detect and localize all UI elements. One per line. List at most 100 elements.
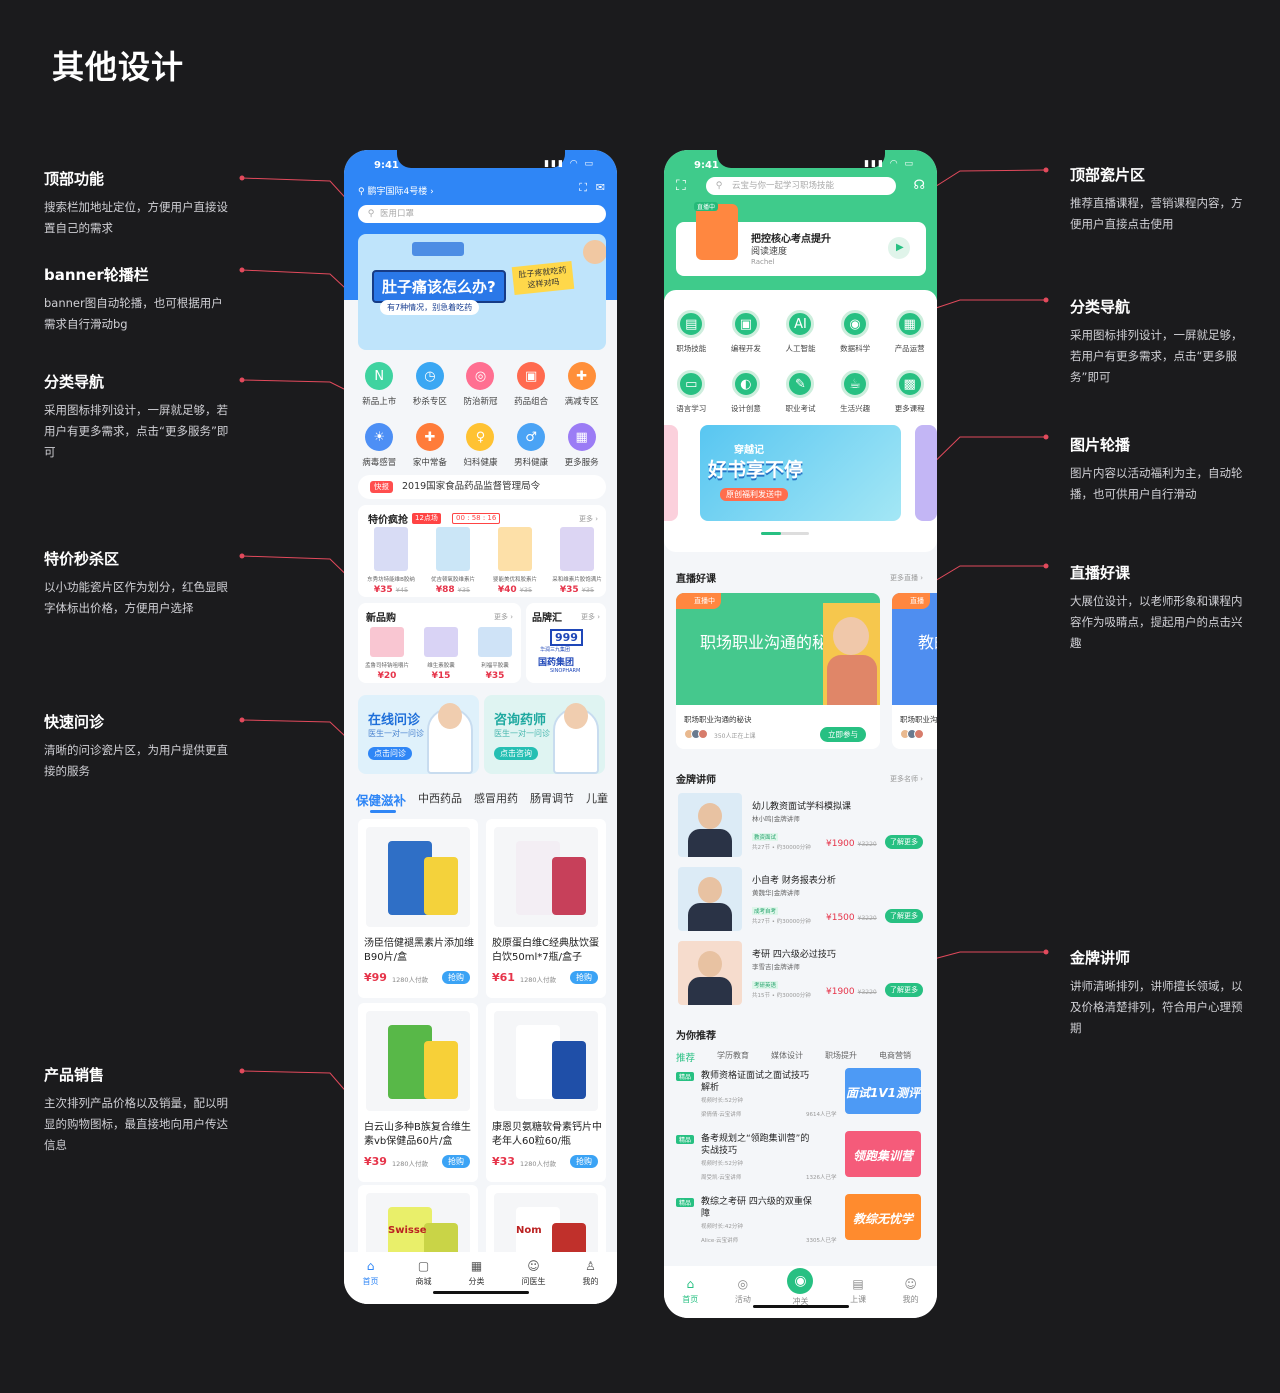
play-icon[interactable]: ▶ xyxy=(888,237,910,259)
nav-item-5[interactable]: ☀病毒感冒 xyxy=(354,423,405,468)
nav-item-4[interactable]: ▦产品运营 xyxy=(882,310,937,354)
buy-button[interactable]: 抢购 xyxy=(570,1155,598,1168)
search-input[interactable]: ⚲ 云宝与你一起学习职场技能 xyxy=(706,177,896,195)
teacher-card[interactable]: 考研 四六级必过技巧李雪吉|金牌讲师考研英语共15节 • 约30000分钟¥19… xyxy=(678,941,923,1007)
tab-4[interactable]: 儿童 xyxy=(586,792,609,805)
nav-item-2[interactable]: ◎防治新冠 xyxy=(455,362,506,407)
category-icon: ✎ xyxy=(786,370,815,398)
teacher-more-link[interactable]: 更多名师 › xyxy=(889,775,923,783)
nav-item-6[interactable]: ◐设计创意 xyxy=(719,370,774,414)
teacher-card[interactable]: 小自考 财务报表分析黄魏华|金牌讲师成考自考共27节 • 约30000分钟¥15… xyxy=(678,867,923,933)
tabbar-item-3[interactable]: ☺问医生 xyxy=(522,1258,546,1304)
image-carousel[interactable]: 穿越记 好书享不停 原创福利发送中 xyxy=(700,425,901,521)
flash-more-link[interactable]: 更多 › xyxy=(578,515,598,523)
tab-0[interactable]: 保健滋补 xyxy=(356,793,407,808)
old-price: ¥35 xyxy=(581,586,595,594)
tab-3[interactable]: 肠胃调节 xyxy=(530,792,575,805)
pharmacist-head xyxy=(564,703,588,729)
brand-logo-sinopharm[interactable]: 国药集团 xyxy=(538,658,575,668)
message-icon[interactable]: ✉ xyxy=(595,181,605,194)
tabbar-item-4[interactable]: ♙我的 xyxy=(583,1258,599,1304)
carousel-button[interactable]: 原创福利发送中 xyxy=(720,488,788,501)
recommend-tab-2[interactable]: 媒体设计 xyxy=(771,1051,804,1060)
tabbar-item-0[interactable]: ⌂首页 xyxy=(363,1258,379,1304)
brand-title: 品牌汇 xyxy=(532,613,562,624)
learn-more-button[interactable]: 了解更多 xyxy=(885,909,923,923)
carousel-prev-slide[interactable] xyxy=(664,425,678,521)
nav-item-7[interactable]: ♀妇科健康 xyxy=(455,423,506,468)
tab-1[interactable]: 中西药品 xyxy=(418,792,463,805)
nav-item-5[interactable]: ▭语言学习 xyxy=(664,370,719,414)
nav-item-4[interactable]: ✚满减专区 xyxy=(556,362,607,407)
doctor-head xyxy=(438,703,462,729)
news-ticker[interactable]: 快报 2019国家食品药品监督管理局令 xyxy=(358,475,606,499)
nav-item-8[interactable]: ☕生活兴趣 xyxy=(828,370,883,414)
pharmacist-consult-button[interactable]: 点击咨询 xyxy=(494,747,538,760)
scan-icon[interactable]: ⛶ xyxy=(579,181,587,194)
nav-item-0[interactable]: ▤职场技能 xyxy=(664,310,719,354)
live-course-card-2[interactable]: 直播 教的 职场职业沟 xyxy=(892,593,937,749)
nav-item-3[interactable]: ◉数据科学 xyxy=(828,310,883,354)
online-consult-card[interactable]: 在线问诊 医生一对一问诊 点击问诊 xyxy=(358,695,479,774)
nav-item-1[interactable]: ▣编程开发 xyxy=(719,310,774,354)
recommend-tab-4[interactable]: 电商营销 xyxy=(879,1051,912,1060)
live-more-link[interactable]: 更多直播 › xyxy=(889,574,923,582)
tabbar-item-1[interactable]: ▢商城 xyxy=(416,1258,432,1304)
flash-product[interactable]: 东秀坊特能维B胶纳¥35¥45 xyxy=(362,527,420,595)
nav-item-9[interactable]: ▦更多服务 xyxy=(556,423,607,468)
nav-item-9[interactable]: ▩更多课程 xyxy=(882,370,937,414)
banner-carousel[interactable]: 肚子痛该怎么办? 有7种情况，别急着吃药 肚子疼就吃药这样对吗 xyxy=(358,234,606,350)
learn-more-button[interactable]: 了解更多 xyxy=(885,983,923,997)
flash-product[interactable]: 优吉顿氧胶维素片¥88¥35 xyxy=(424,527,482,595)
new-product[interactable]: 维生素胶囊¥15 xyxy=(416,627,466,681)
location-selector[interactable]: ⚲ 鹏宇国际4号楼 › xyxy=(358,184,434,197)
recommend-tab-3[interactable]: 职场提升 xyxy=(825,1051,858,1060)
tab-2[interactable]: 感冒用药 xyxy=(474,792,519,805)
nav-item-3[interactable]: ▣药品组合 xyxy=(506,362,557,407)
tabbar-item-0[interactable]: ⌂首页 xyxy=(682,1276,698,1318)
live-course-card[interactable]: 直播中 职场职业沟通的秘诀? 职场职业沟通的秘诀 350人正在上课 立即参与 xyxy=(676,593,880,749)
new-goods-more-link[interactable]: 更多 › xyxy=(493,613,513,621)
nav-item-7[interactable]: ✎职业考试 xyxy=(773,370,828,414)
tabbar-item-2[interactable]: ▦分类 xyxy=(469,1258,485,1304)
recommend-tab-1[interactable]: 学历教育 xyxy=(717,1051,750,1060)
brand-more-link[interactable]: 更多 › xyxy=(580,613,600,621)
recommend-tab-0[interactable]: 推荐 xyxy=(676,1053,696,1064)
nav-item-8[interactable]: ♂男科健康 xyxy=(506,423,557,468)
teacher-card[interactable]: 幼儿教资面试学科模拟课林小鸣|金牌讲师教资面试共27节 • 约30000分钟¥1… xyxy=(678,793,923,859)
consult-button[interactable]: 点击问诊 xyxy=(368,747,412,760)
product-name: 利福平胶囊 xyxy=(481,663,509,669)
search-input[interactable]: ⚲ 医用口罩 xyxy=(358,205,606,223)
tabbar-item-3[interactable]: ▤上课 xyxy=(850,1276,866,1318)
learn-more-button[interactable]: 了解更多 xyxy=(885,835,923,849)
tabbar-item-2[interactable]: ◉冲关 xyxy=(787,1268,814,1318)
scan-icon[interactable]: ⛶ xyxy=(676,178,686,194)
nav-label: 男科健康 xyxy=(514,458,549,468)
headset-icon[interactable]: ☊ xyxy=(913,178,925,193)
tabbar-item-1[interactable]: ◎活动 xyxy=(735,1276,751,1318)
new-product[interactable]: 孟鲁司特钠咀嚼片¥20 xyxy=(362,627,412,681)
flash-product[interactable]: 采和维素片胶饱满片¥35¥35 xyxy=(548,527,606,595)
nav-item-1[interactable]: ◷秒杀专区 xyxy=(405,362,456,407)
buy-button[interactable]: 抢购 xyxy=(442,1155,470,1168)
carousel-next-slide[interactable] xyxy=(915,425,937,521)
nav-item-6[interactable]: ✚家中常备 xyxy=(405,423,456,468)
buy-button[interactable]: 抢购 xyxy=(442,971,470,984)
new-product[interactable]: 利福平胶囊¥35 xyxy=(470,627,520,681)
join-button[interactable]: 立即参与 xyxy=(820,727,866,742)
pharmacist-consult-card[interactable]: 咨询药师 医生一对一问诊 点击咨询 xyxy=(484,695,605,774)
flash-product[interactable]: 婴能美优和胶素片¥40¥35 xyxy=(486,527,544,595)
hero-live-card[interactable]: 直播中 把控核心考点提升 阅读速度 Rachel ▶ xyxy=(676,202,926,276)
brand-logo-999[interactable]: 999 xyxy=(550,629,583,646)
tabbar-item-4[interactable]: ☺我的 xyxy=(903,1276,919,1318)
buy-button[interactable]: 抢购 xyxy=(570,971,598,984)
